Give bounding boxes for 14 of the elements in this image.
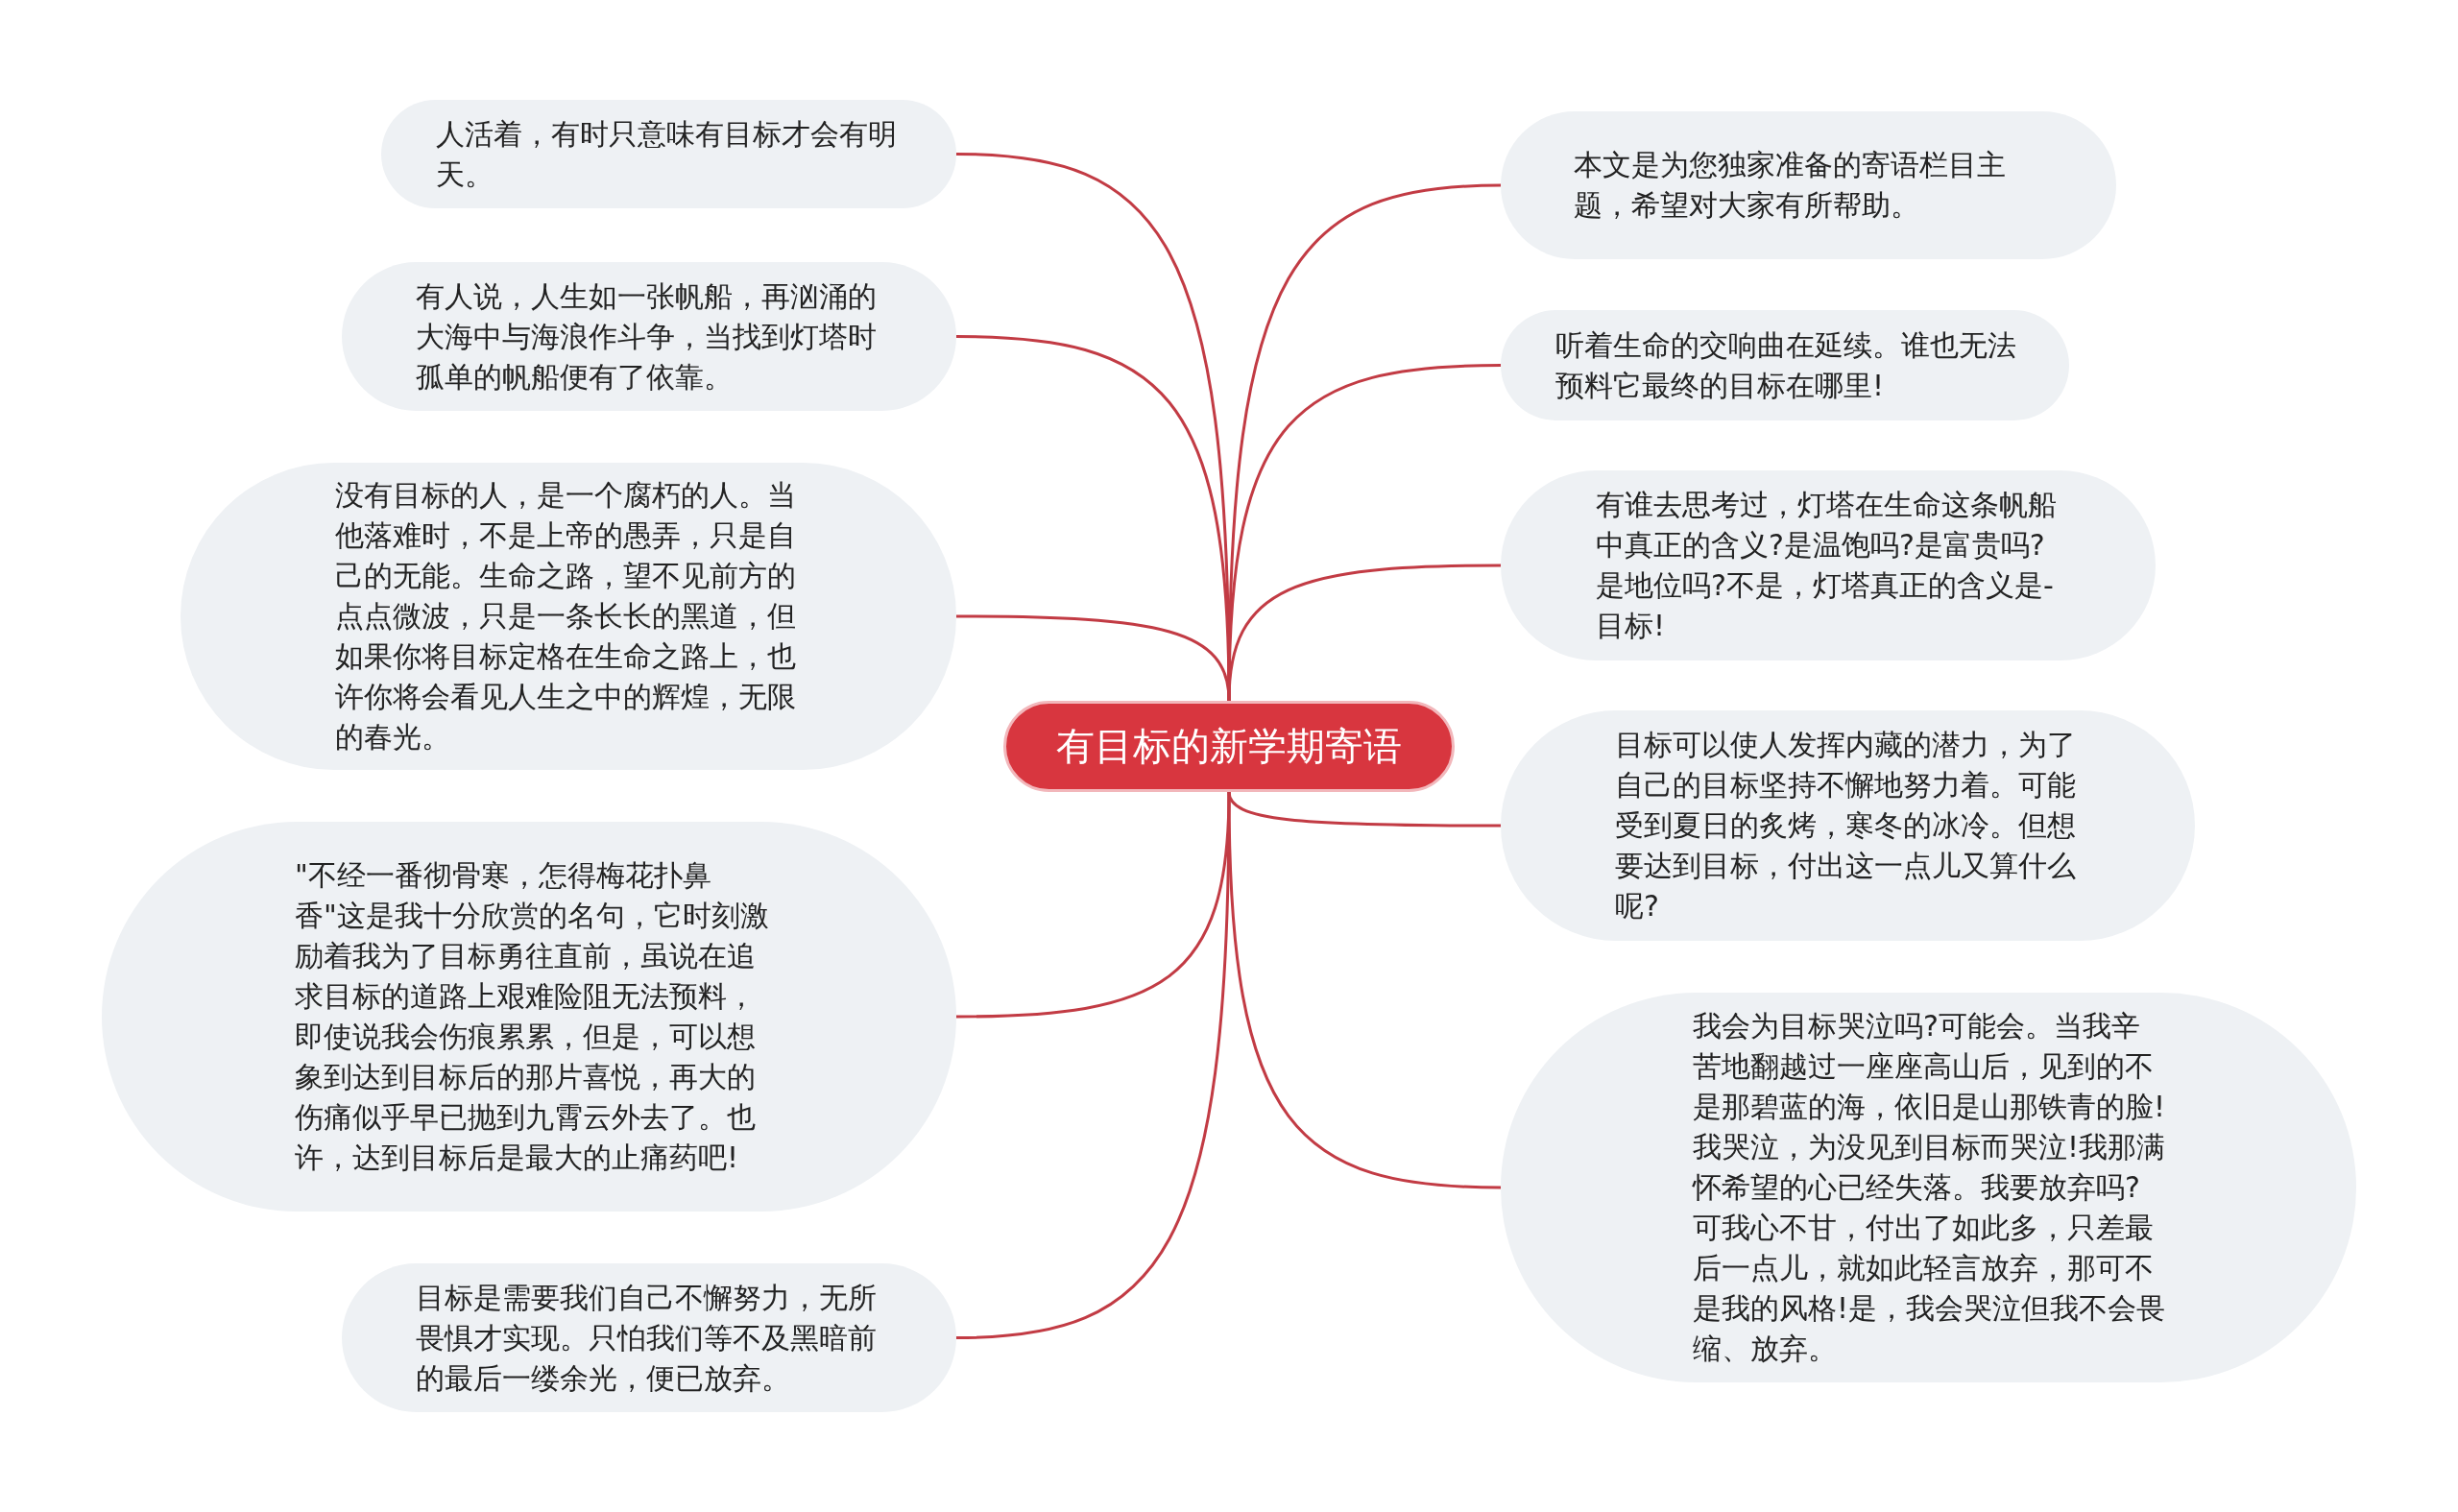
connector-line [955, 792, 1231, 1339]
topic-text: 听着生命的交响曲在延续。谁也无法预料它最终的目标在哪里! [1555, 326, 2016, 404]
topic-text: 有谁去思考过，灯塔在生命这条帆船中真正的含义?是温饱吗?是富贵吗?是地位吗?不是，灯塔真正的含义是-目标! [1596, 487, 2057, 644]
topic-text: 没有目标的人，是一个腐朽的人。当他落难时，不是上帝的愚弄，只是自己的无能。生命之路，望不见前方的点点微波，只是一条长长的黑道，但如果你将目标定格在生命之路上，也许你将会看见人生之中的辉煌，无限的春光。 [335, 477, 797, 756]
topic-text: 我会为目标哭泣吗?可能会。当我辛苦地翻越过一座座高山后，见到的不是那碧蓝的海，依旧是山那铁青的脸!我哭泣，为没见到目标而哭泣!我那满怀希望的心已经失落。我要放弃吗?可我心不甘，付出了如此多，只差最后一点儿，就如此轻言放弃，那可不是我的风格!是，我会哭泣但我不会畏缩、放弃。 [1693, 1008, 2167, 1367]
topic-text: 人活着，有时只意味有目标才会有明天。 [436, 115, 897, 193]
topic-text: "不经一番彻骨寒，怎得梅花扑鼻香"这是我十分欣赏的名句，它时刻激励着我为了目标勇往直前，虽说在追求目标的道路上艰难险阻无法预料，即使说我会伤痕累累，但是，可以想象到达到目标后的那片喜悦，再大的伤痛似乎早已抛到九霄云外去了。也许，达到目标后是最大的止痛药吧! [295, 857, 770, 1176]
connector-line [1227, 791, 1502, 1189]
connector-line [1227, 564, 1501, 702]
topic-title: 有目标的新学期寄语 [1056, 723, 1402, 770]
topic-text: 本文是为您独家准备的寄语栏目主题，希望对大家有所帮助。 [1574, 147, 2007, 224]
topic-text: 目标是需要我们自己不懈努力，无所畏惧才实现。只怕我们等不及黑暗前的最后一缕余光，便已放弃。 [416, 1279, 877, 1397]
topic-text: 目标可以使人发挥内藏的潜力，为了自己的目标坚持不懈地努力着。可能受到夏日的炙烤，寒冬的冰冷。但想要达到目标，付出这一点儿又算什么呢? [1615, 727, 2076, 924]
topic-text: 有人说，人生如一张帆船，再汹涌的大海中与海浪作斗争，当找到灯塔时孤单的帆船便有了依靠。 [416, 277, 877, 396]
